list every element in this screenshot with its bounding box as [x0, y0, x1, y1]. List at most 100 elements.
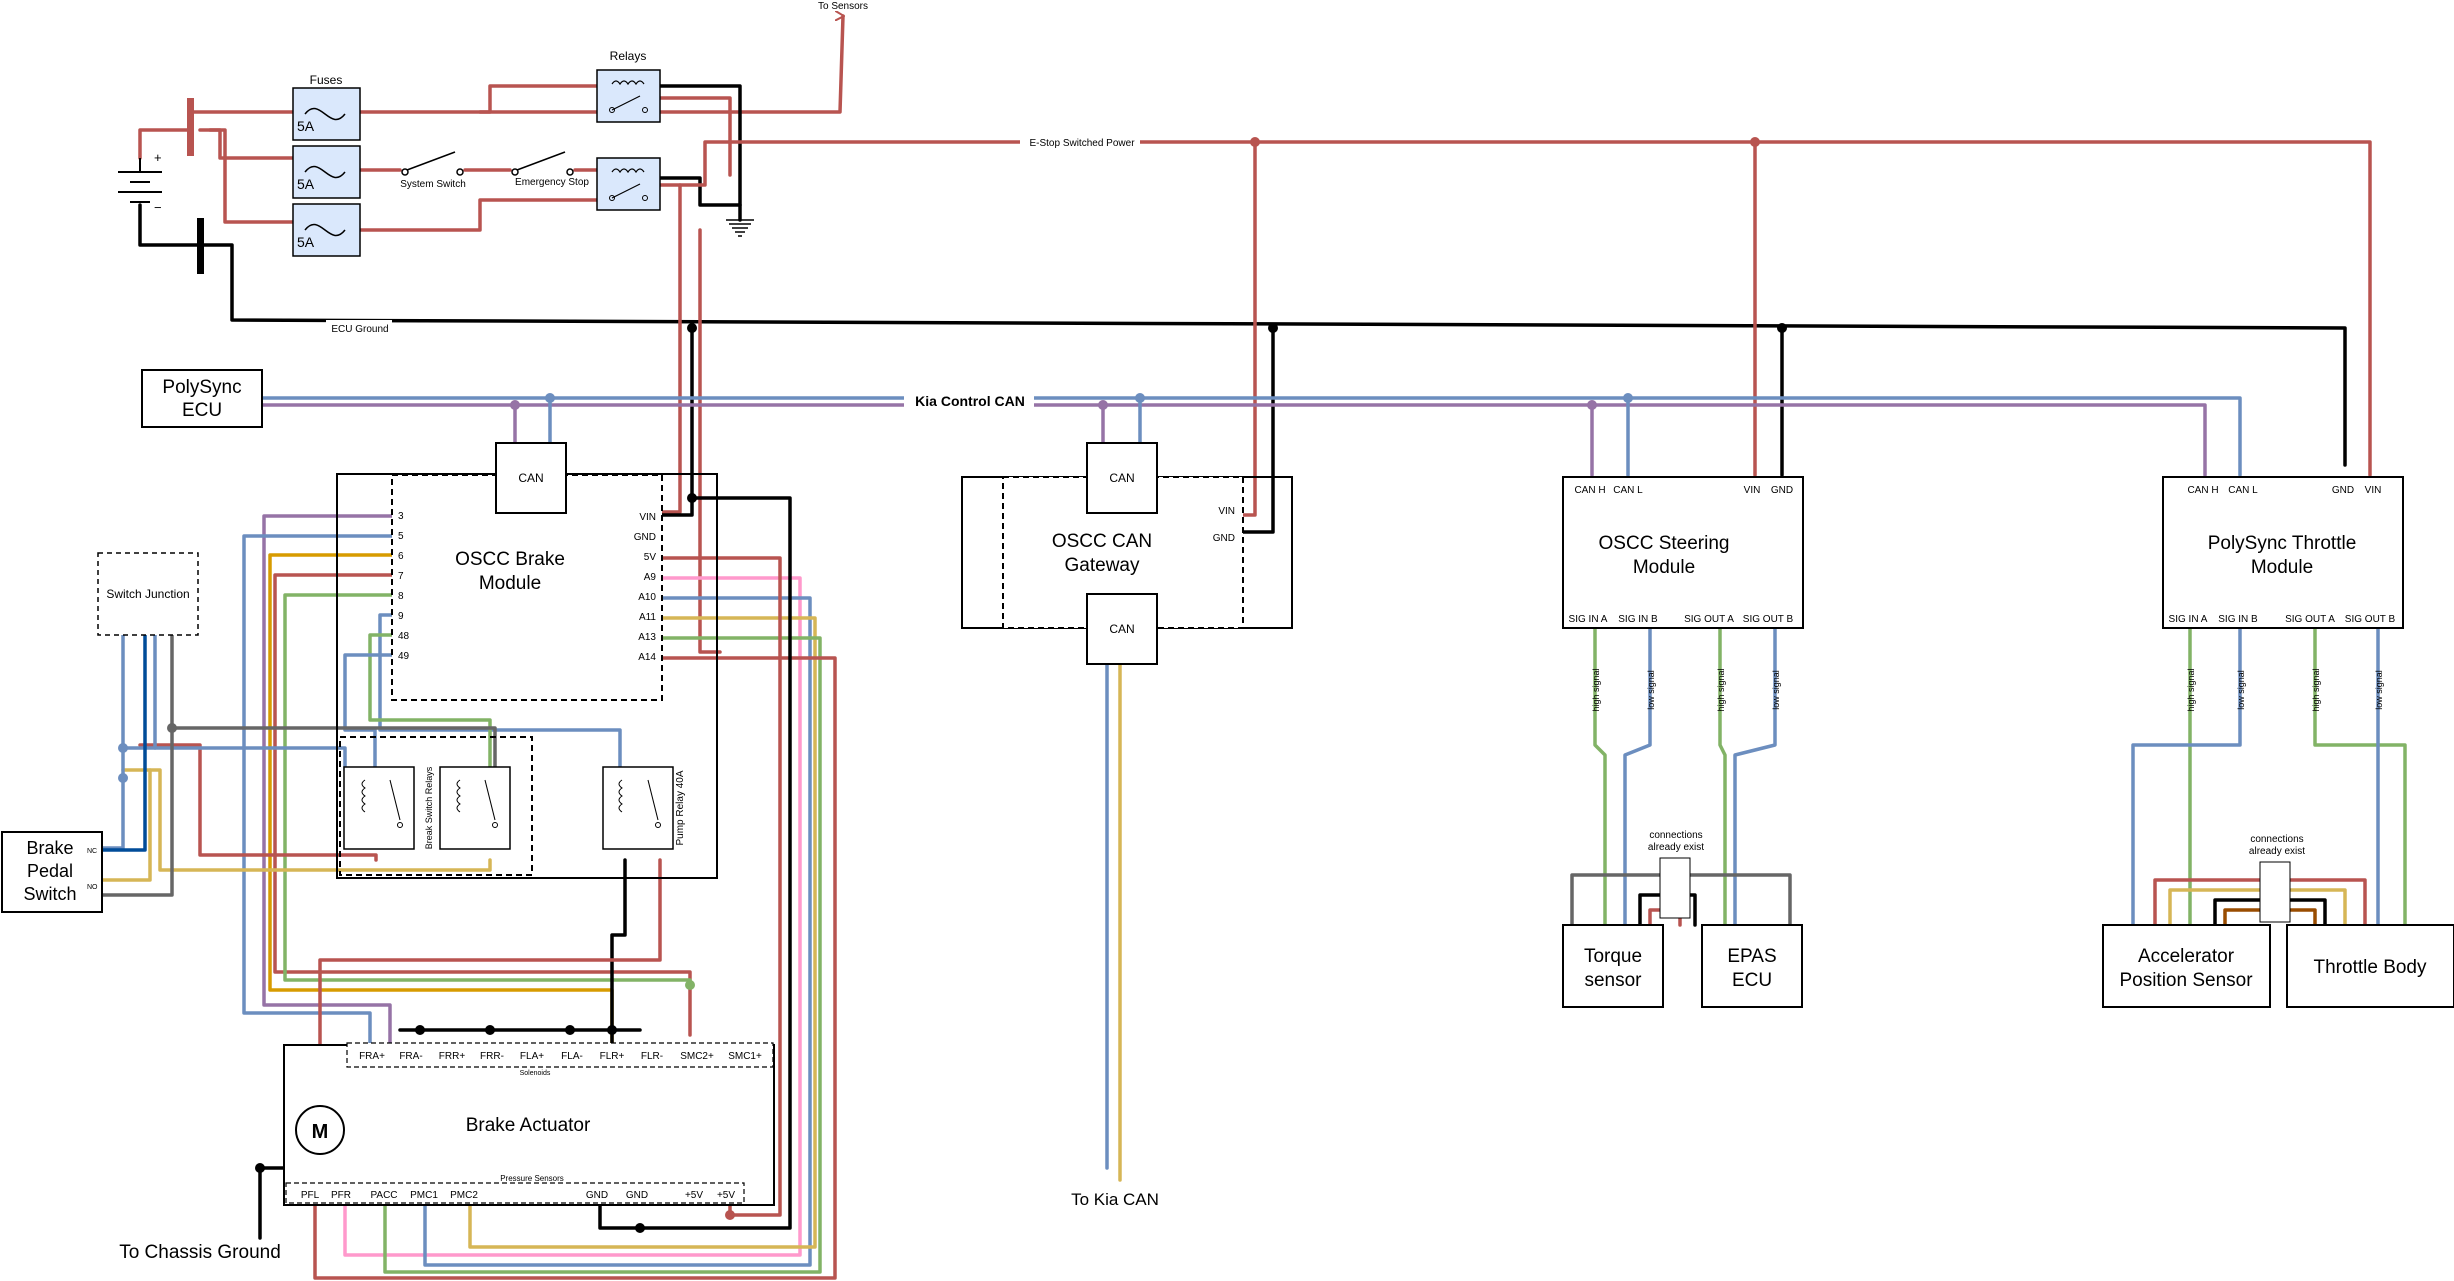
- junction-dot: [118, 773, 128, 783]
- signal-label: high signal: [1591, 668, 1601, 711]
- solenoids-box: [346, 1042, 774, 1068]
- battery-fuse2-wire: [198, 128, 295, 160]
- gateway-title-line2: Gateway: [1065, 555, 1140, 576]
- brake-pin-left: 6: [398, 551, 404, 562]
- fuse3-relay-wire: [358, 198, 599, 232]
- junction-dot: [1587, 400, 1597, 410]
- brake-pin-right: A14: [638, 652, 656, 663]
- battery-fuse3-wire: [208, 128, 295, 224]
- torque-sensor-line1: Torque: [1584, 946, 1642, 967]
- relays-title: Relays: [610, 49, 647, 63]
- a10-wire: [423, 596, 812, 1267]
- junction-dot: [510, 400, 520, 410]
- steering-pin-bottom: SIG OUT B: [1743, 614, 1794, 625]
- pedal-switch-line2: Pedal: [27, 861, 73, 881]
- throttle-pin-bottom: SIG OUT A: [2285, 614, 2335, 625]
- steer-connections-line2: already exist: [1648, 842, 1704, 853]
- battery-plus-label: +: [154, 150, 162, 165]
- brake-pin-right: A10: [638, 592, 656, 603]
- junction-dot: [607, 1025, 617, 1035]
- epas-ecu-line1: EPAS: [1727, 946, 1776, 967]
- brake-actuator-title: Brake Actuator: [466, 1115, 591, 1136]
- throttle-pin-top: VIN: [2365, 485, 2382, 496]
- junction-dot: [415, 1025, 425, 1035]
- pump-relay: [602, 766, 674, 850]
- thr-connections-line1: connections: [2250, 834, 2303, 845]
- pump-relay-ground-wire: [610, 858, 627, 1054]
- throttle-module-box: [2162, 476, 2404, 629]
- battery-minus-label: −: [154, 200, 162, 215]
- pump-relay-label: Pump Relay 40A: [675, 770, 686, 845]
- brake-pin-right: VIN: [639, 512, 656, 523]
- throttle-pin-bottom: SIG OUT B: [2345, 614, 2396, 625]
- system-switch-symbol: [401, 151, 464, 176]
- brake-pin-right: A13: [638, 632, 656, 643]
- fuses-title: Fuses: [310, 73, 343, 87]
- relay-gray-wire: [168, 726, 497, 772]
- brake-module-title-line2: Module: [479, 573, 541, 594]
- system-switch-label: System Switch: [400, 179, 466, 190]
- junction-dot: [725, 1210, 735, 1220]
- junction-dot: [687, 493, 697, 503]
- relay2-to-actuator-wire: [698, 228, 722, 654]
- gateway-can-bottom-label: CAN: [1109, 622, 1134, 636]
- a11-wire: [468, 616, 817, 1249]
- steering-pin-bottom: SIG IN B: [1618, 614, 1658, 625]
- junction-dot: [1623, 393, 1633, 403]
- steer-connections-box: [1659, 857, 1691, 919]
- pin9-wire: [378, 613, 622, 772]
- fuse1-relay1-wire: [478, 84, 599, 114]
- thr-connections-box: [2259, 861, 2291, 923]
- relay2-ground-wire: [658, 176, 742, 207]
- torque-sensor-line2: sensor: [1584, 970, 1642, 991]
- throttle-pin-top: CAN L: [2228, 485, 2258, 496]
- no-label: NO: [87, 884, 98, 891]
- emergency-stop-label: Emergency Stop: [515, 177, 589, 188]
- steer-sig-a-wire: [1593, 626, 1607, 927]
- brake-relay-2: [439, 766, 511, 850]
- brake-relay-1: [343, 766, 415, 850]
- gateway-title-line1: OSCC CAN: [1052, 531, 1152, 552]
- throttle-body-box: [2286, 924, 2454, 1008]
- steer-out-b-wire: [1733, 626, 1777, 927]
- solenoid-pin: FLR-: [641, 1051, 663, 1062]
- steer-sig-b-wire: [1623, 626, 1652, 927]
- signal-label: low signal: [1771, 670, 1781, 710]
- brake-pin-left: 49: [398, 651, 410, 662]
- brake-pin-left: 9: [398, 611, 404, 622]
- junction-dot: [1268, 323, 1278, 333]
- ground-to-gateway-wire: [1238, 326, 1275, 534]
- throttle-pin-top: GND: [2332, 485, 2354, 496]
- throttle-pin-bottom: SIG IN B: [2218, 614, 2258, 625]
- fuse-3-rating: 5A: [297, 234, 315, 250]
- ground-to-brake-wire: [656, 326, 694, 517]
- sensor-pin: GND: [586, 1190, 608, 1201]
- solenoid-pins: FRA+FRA-FRR+FRR-FLA+FLA-FLR+FLR-SMC2+SMC…: [359, 1051, 762, 1062]
- brake-pin-left: 3: [398, 511, 404, 522]
- steering-title-line1: OSCC Steering: [1599, 533, 1730, 554]
- polysync-ecu: PolySync ECU: [141, 369, 263, 428]
- estop-power-label: E-Stop Switched Power: [1029, 138, 1135, 149]
- relay2-wire-a: [121, 768, 492, 872]
- to-kia-can-label: To Kia CAN: [1071, 1190, 1159, 1209]
- pin5-wire: [242, 534, 394, 1054]
- relay-blue-wire: [121, 746, 347, 772]
- switch-junction-label: Switch Junction: [106, 587, 189, 601]
- fuse-1-rating: 5A: [297, 118, 315, 134]
- pedal-switch-line1: Brake: [26, 838, 73, 858]
- sj-gray-wire: [98, 633, 174, 897]
- junction-dot: [485, 1025, 495, 1035]
- pin3-wire: [262, 514, 394, 1054]
- brake-switch-relays-label: Break Switch Relays: [424, 766, 434, 849]
- pedal-switch-line3: Switch: [23, 884, 76, 904]
- relay1-out-wire: [658, 96, 732, 177]
- throttle-pin-top: CAN H: [2187, 485, 2218, 496]
- sensor-pin: PFR: [331, 1190, 351, 1201]
- sj-blue1-wire: [98, 633, 125, 850]
- gateway-can-top: [1086, 442, 1158, 514]
- fuse-2-rating: 5A: [297, 176, 315, 192]
